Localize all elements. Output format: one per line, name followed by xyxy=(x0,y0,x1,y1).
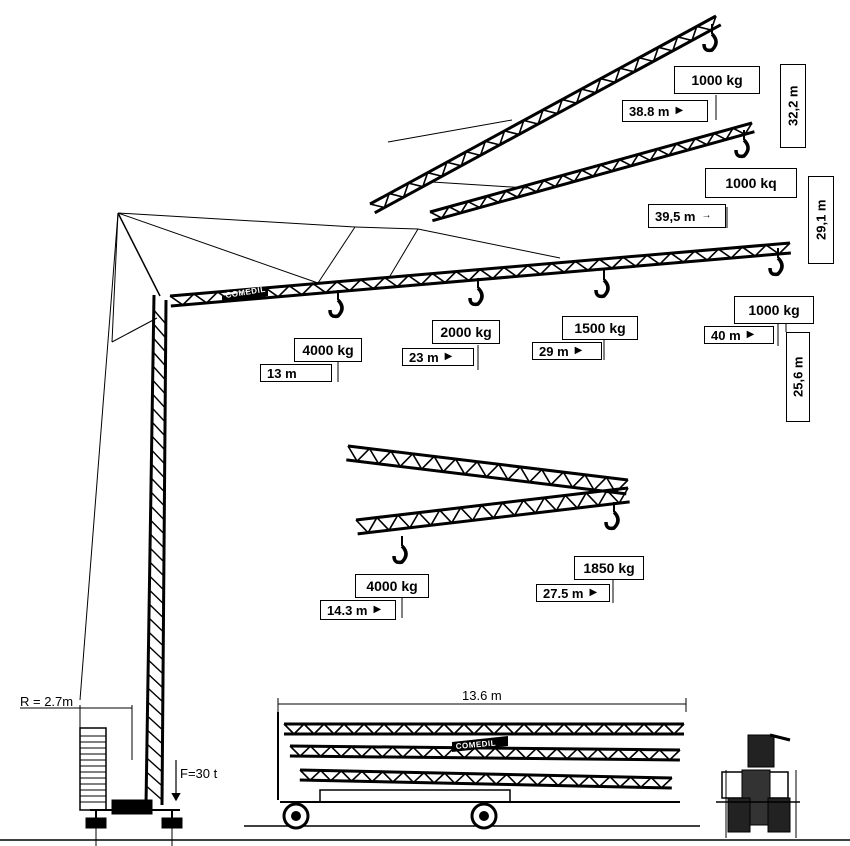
tower-top-mast xyxy=(79,212,161,701)
load-label: 1000 kg xyxy=(734,296,814,324)
jib-folded-upper xyxy=(346,444,629,496)
load-label: 1000 kg xyxy=(674,66,760,94)
jib-horizontal xyxy=(169,241,791,308)
height-label: 29,1 m xyxy=(808,176,834,264)
load-label: 1500 kg xyxy=(562,316,638,340)
load-label: 4000 kg xyxy=(294,338,362,362)
distance-label: 40 m▶ xyxy=(704,326,774,344)
stay-mid xyxy=(431,181,528,189)
rear-view xyxy=(716,733,800,838)
jib-luffed-top xyxy=(369,14,722,215)
distance-label: 38.8 m▶ xyxy=(622,100,708,122)
boom-stays xyxy=(117,212,561,284)
transport-length-label: 13.6 m xyxy=(462,688,502,703)
radius-dimension xyxy=(20,705,133,760)
load-label: 2000 kg xyxy=(432,320,500,344)
height-label: 25,6 m xyxy=(786,332,810,422)
radius-label: R = 2.7m xyxy=(20,694,74,709)
counterweight xyxy=(79,727,107,811)
load-label: 4000 kg xyxy=(355,574,429,598)
distance-label: 39,5 m→ xyxy=(648,204,726,228)
tower xyxy=(144,294,168,806)
jib-luffed-mid xyxy=(429,121,755,223)
leader-lines xyxy=(337,95,787,618)
distance-label: 23 m▶ xyxy=(402,348,474,366)
distance-label: 14.3 m▶ xyxy=(320,600,396,620)
height-label: 32,2 m xyxy=(780,64,806,148)
distance-label: 13 m xyxy=(260,364,332,382)
jib-folded-lower xyxy=(355,486,630,536)
svg-text:COMEDIL: COMEDIL xyxy=(455,739,496,751)
distance-label: 29 m▶ xyxy=(532,342,602,360)
load-label: 1000 kq xyxy=(705,168,797,198)
transport-vehicle: COMEDIL xyxy=(244,698,700,830)
distance-label: 27.5 m▶ xyxy=(536,584,610,602)
force-label: F=30 t xyxy=(180,766,218,781)
load-label: 1850 kg xyxy=(574,556,644,580)
brand-plate-jib: COMEDIL xyxy=(222,285,268,303)
base-frame xyxy=(85,799,183,846)
stay-top xyxy=(387,119,513,143)
hooks xyxy=(328,24,784,565)
